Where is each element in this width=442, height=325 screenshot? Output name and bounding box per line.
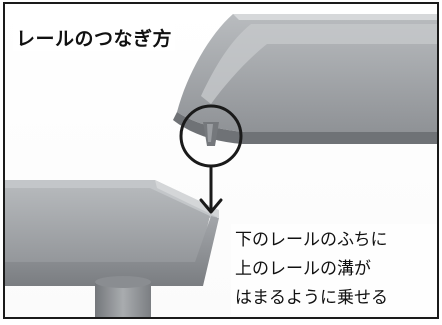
figure-title: レールのつなぎ方 [13,24,176,51]
lower-rail [5,180,219,286]
caption-line-2: 上のレールの溝が [235,259,371,279]
rail-groove-peg [203,122,219,146]
rail-photo [5,14,437,317]
caption-line-1: 下のレールのふちに [235,230,388,250]
lower-rail-peg [95,276,151,317]
upper-rail [173,14,437,144]
down-arrow [199,166,223,214]
rail-connection-figure: レールのつなぎ方 下のレールのふちに 上のレールの溝が はまるように乗せる [3,2,439,319]
instruction-caption: 下のレールのふちに 上のレールの溝が はまるように乗せる [231,224,437,315]
caption-line-3: はまるように乗せる [235,288,388,308]
